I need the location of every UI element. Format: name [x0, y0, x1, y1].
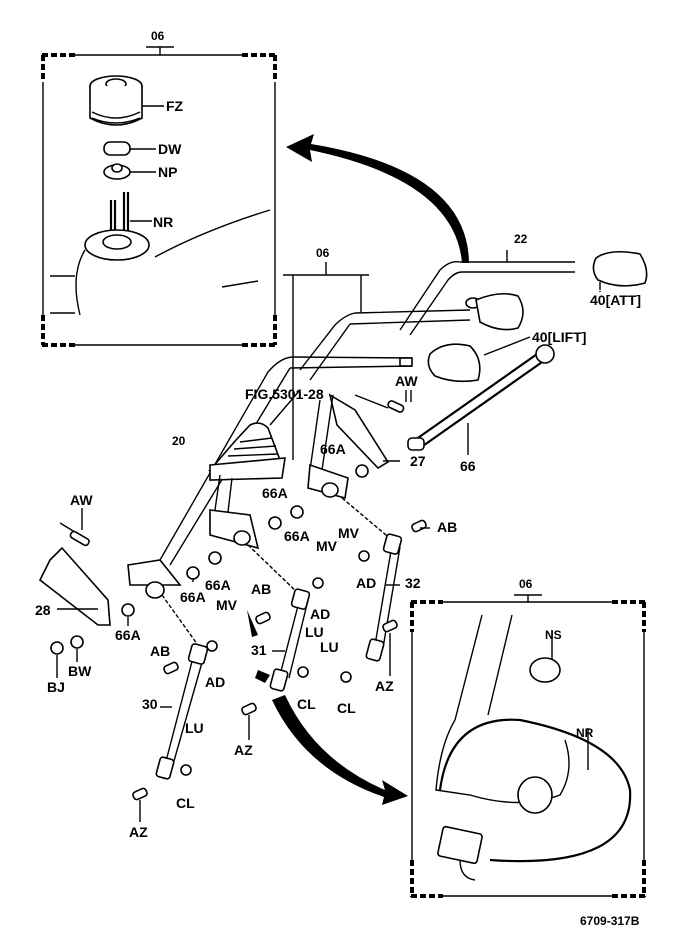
label-part-40-att: 40[ATT]	[590, 292, 641, 308]
label-ad-1: AD	[356, 575, 376, 591]
bracket-28	[38, 522, 111, 626]
knob-on-lever	[475, 292, 524, 331]
label-dw: DW	[158, 141, 182, 157]
part-nr-wires	[50, 192, 271, 316]
label-bj: BJ	[47, 679, 65, 695]
label-ab-left: AB	[150, 643, 170, 659]
label-66a-3: 66A	[284, 528, 310, 544]
label-np: NP	[158, 164, 177, 180]
label-nr-inset: NR	[576, 726, 594, 740]
label-lu-2: LU	[320, 639, 339, 655]
label-part-20: 20	[172, 434, 186, 448]
leader-lines	[56, 291, 601, 822]
label-ab-middle: AB	[251, 581, 271, 597]
label-az-middle: AZ	[234, 742, 253, 758]
label-cl-3: CL	[176, 795, 195, 811]
bolt-66	[407, 344, 555, 455]
label-part-30: 30	[142, 696, 158, 712]
label-part-31: 31	[251, 642, 267, 658]
label-aw-right: AW	[395, 373, 418, 389]
label-66a-5: 66A	[180, 589, 206, 605]
label-66a-4: 66A	[205, 577, 231, 593]
label-ad-2: AD	[310, 606, 330, 622]
label-az-right: AZ	[375, 678, 394, 694]
drawing-number: 6709-317B	[580, 914, 640, 928]
label-mv-2: MV	[338, 525, 360, 541]
label-fig-reference: FIG.5301-28	[245, 386, 324, 402]
label-mv-1: MV	[316, 538, 338, 554]
shift-boot	[207, 389, 301, 481]
inset-br-parts	[435, 614, 632, 881]
label-66a-6: 66A	[115, 627, 141, 643]
lower-arms	[127, 394, 393, 649]
lever-upper	[299, 297, 481, 381]
part-np-nut	[103, 163, 156, 180]
label-part-22: 22	[514, 232, 528, 246]
part-dw-washer	[103, 141, 156, 156]
label-cl-2: CL	[337, 700, 356, 716]
label-part-28: 28	[35, 602, 51, 618]
bracket-27	[328, 390, 407, 470]
labels: 06 FZ DW NP NR 06 22 40[ATT] 40[LIFT] FI…	[35, 29, 641, 928]
label-66a-1: 66A	[320, 441, 346, 457]
label-assembly-06-top: 06	[151, 29, 165, 43]
label-part-66: 66	[460, 458, 476, 474]
knob-40-lift	[427, 336, 531, 383]
label-ab-right: AB	[437, 519, 457, 535]
label-bw: BW	[68, 663, 92, 679]
label-fz: FZ	[166, 98, 184, 114]
label-assembly-06-inset: 06	[519, 577, 533, 591]
label-part-40-lift: 40[LIFT]	[532, 329, 586, 345]
label-lu-1: LU	[305, 624, 324, 640]
label-az-left: AZ	[129, 824, 148, 840]
label-nr-top: NR	[153, 214, 173, 230]
small-parts	[50, 464, 427, 801]
label-ad-3: AD	[205, 674, 225, 690]
label-part-27: 27	[410, 453, 426, 469]
inset-bottom-right	[410, 594, 646, 898]
curved-arrow-up-left	[286, 134, 469, 263]
label-assembly-06-main: 06	[316, 246, 330, 260]
label-mv-3: MV	[216, 597, 238, 613]
curved-arrow-down-right	[272, 695, 408, 805]
label-cl-1: CL	[297, 696, 316, 712]
label-lu-3: LU	[185, 720, 204, 736]
lever-22	[399, 250, 575, 336]
label-part-32: 32	[405, 575, 421, 591]
part-fz-cap	[89, 75, 164, 126]
label-ns: NS	[545, 628, 562, 642]
rods	[155, 533, 403, 780]
label-66a-2: 66A	[262, 485, 288, 501]
inset-top-left	[41, 46, 277, 347]
knob-40-att	[592, 250, 648, 290]
label-aw-left: AW	[70, 492, 93, 508]
